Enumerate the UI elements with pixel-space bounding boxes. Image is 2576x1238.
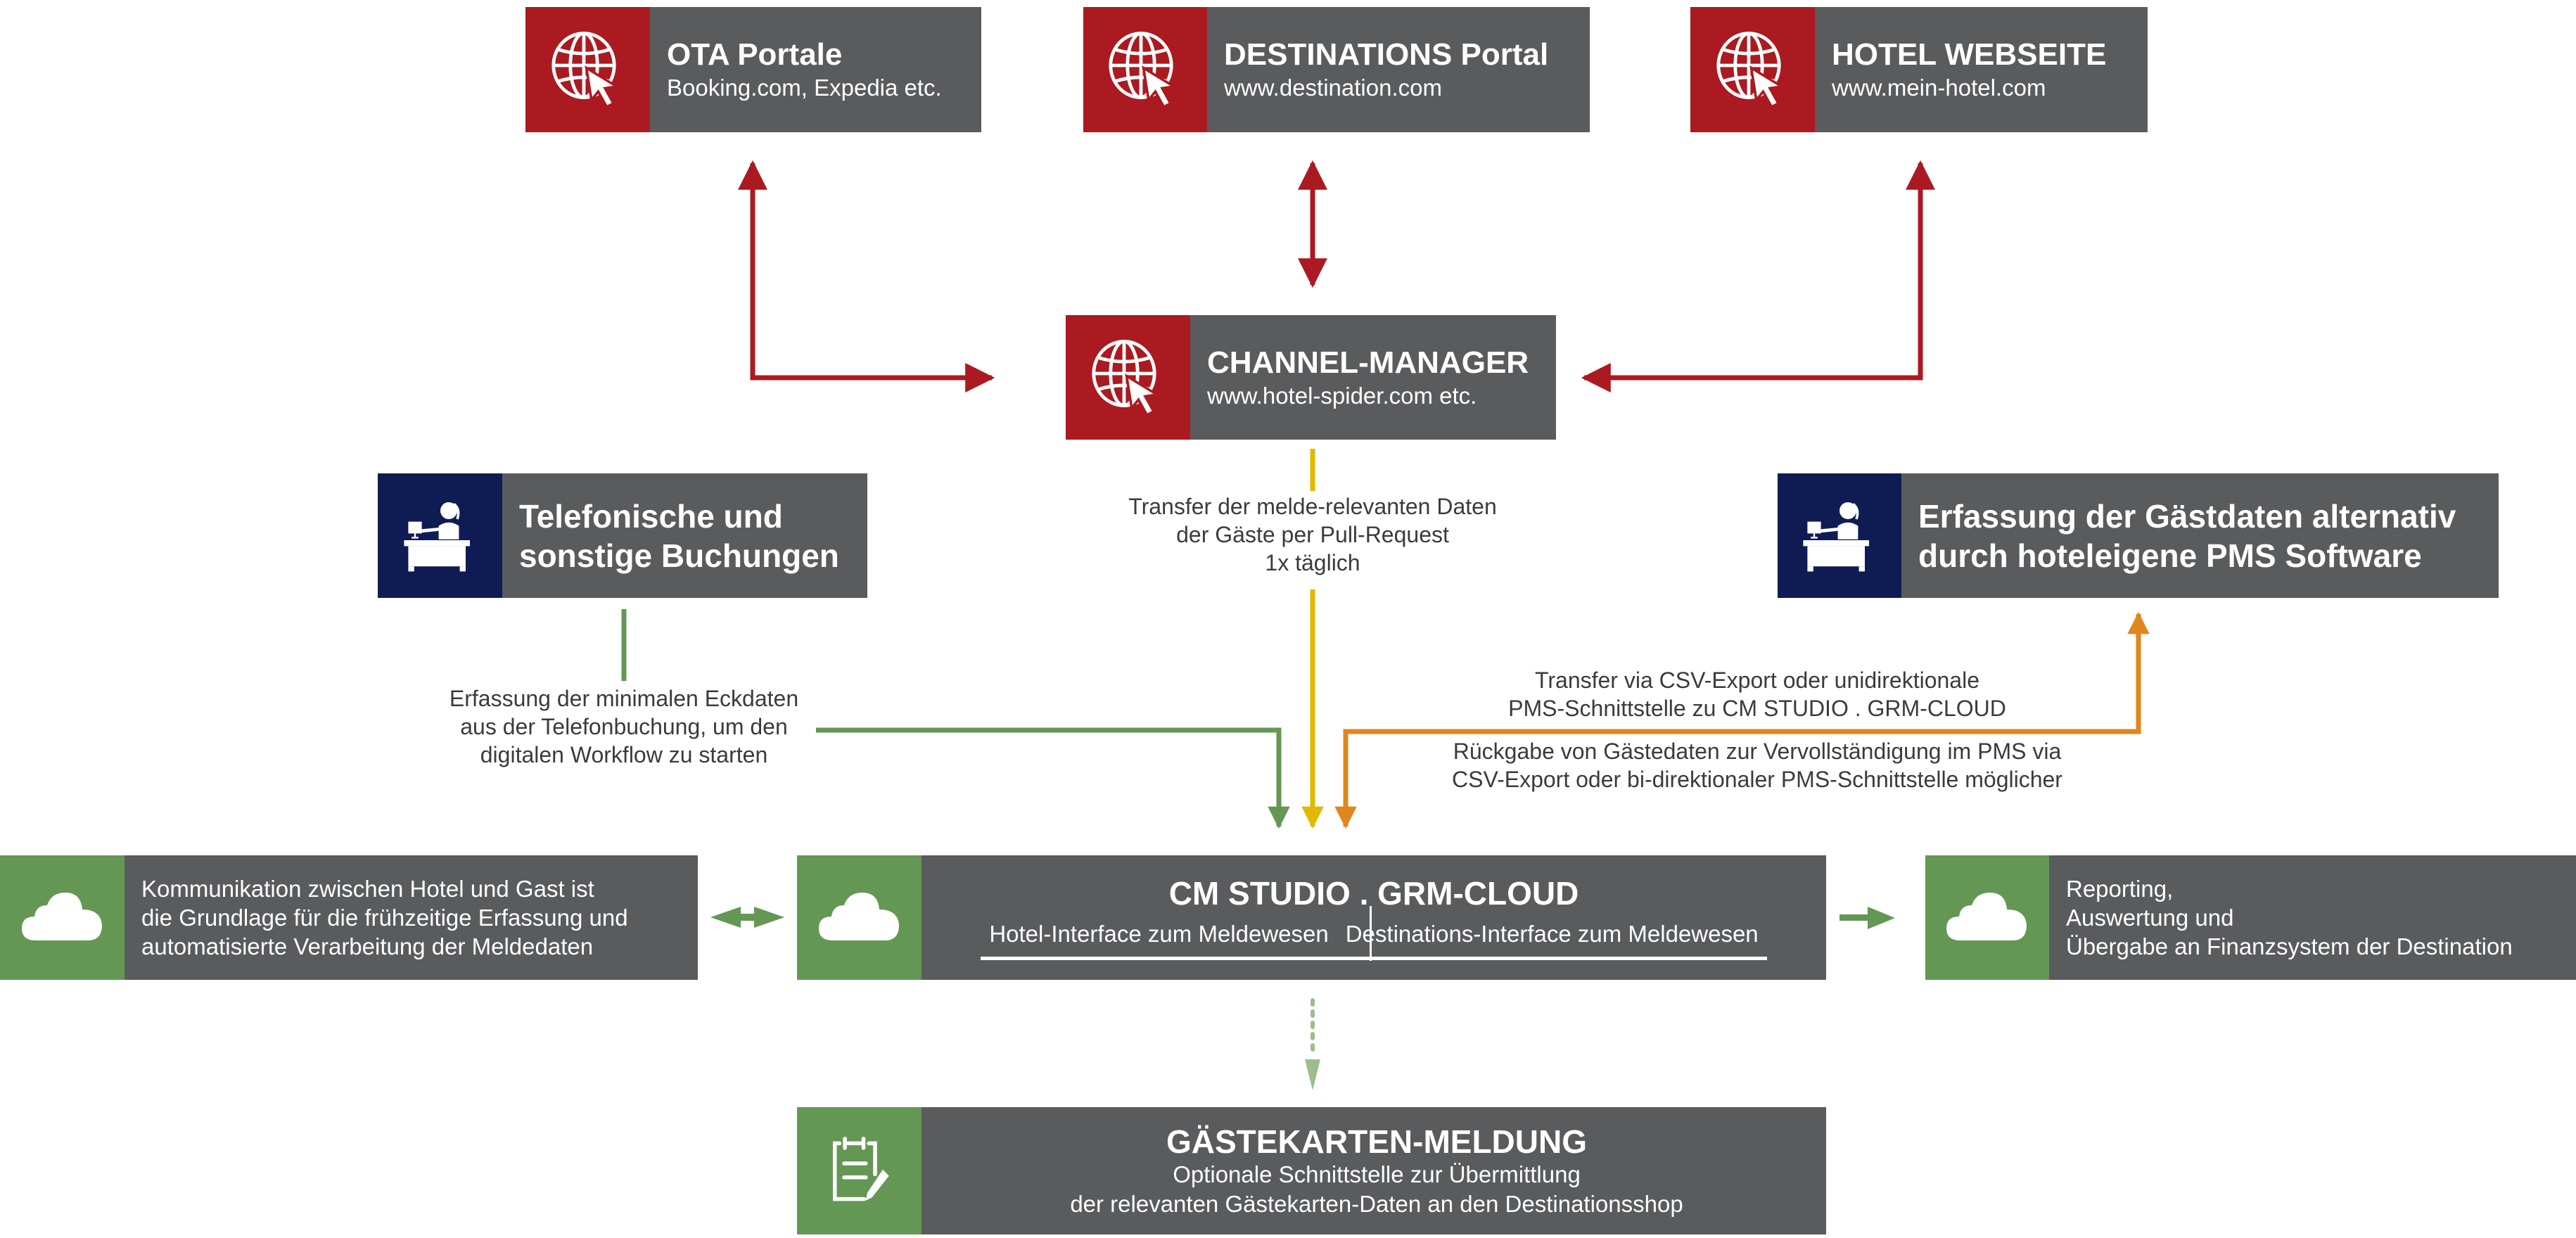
- label-line: aus der Telefonbuchung, um den: [460, 714, 788, 739]
- interface-split: Hotel-Interface zum Meldewesen Destinati…: [981, 906, 1767, 961]
- cloud-icon: [797, 855, 922, 980]
- globe-cursor-icon: [1690, 7, 1815, 132]
- label-line: Transfer der melde-relevanten Daten: [1128, 494, 1497, 519]
- node-guest-card-report: GÄSTEKARTEN-MELDUNG Optionale Schnittste…: [797, 1107, 1826, 1234]
- label-line: Erfassung der minimalen Eckdaten: [449, 686, 799, 711]
- clipboard-pen-icon: [797, 1107, 922, 1234]
- arrow-ota-channel-manager: [738, 160, 995, 393]
- receptionist-desk-icon: [1778, 473, 1901, 598]
- node-hotel-website: HOTEL WEBSEITE www.mein-hotel.com: [1690, 7, 2148, 132]
- cloud-icon: [0, 855, 125, 980]
- cloud-icon: [1925, 855, 2049, 980]
- label-data-return: Rückgabe von Gästedaten zur Vervollständ…: [1405, 737, 2109, 793]
- globe-cursor-icon: [525, 7, 650, 132]
- node-title: OTA Portale: [667, 37, 843, 72]
- cm-studio-title: CM STUDIO . GRM-CLOUD: [1168, 875, 1579, 912]
- label-line: Rückgabe von Gästedaten zur Vervollständ…: [1453, 739, 2062, 764]
- arrow-pms-bidirectional: [1334, 611, 2150, 829]
- label-line: CSV-Export oder bi-direktionaler PMS-Sch…: [1452, 767, 2062, 792]
- node-line: Kommunikation zwischen Hotel und Gast is…: [141, 876, 594, 902]
- destinations-interface-label: Destinations-Interface zum Meldewesen: [1345, 921, 1759, 947]
- node-line: Erfassung der Gästdaten alternativ: [1918, 497, 2456, 535]
- node-line: automatisierte Verarbeitung der Meldedat…: [141, 933, 594, 959]
- node-cm-studio: CM STUDIO . GRM-CLOUD Hotel-Interface zu…: [797, 855, 1826, 980]
- hotel-interface-label: Hotel-Interface zum Meldewesen: [989, 921, 1329, 947]
- node-subtitle: www.mein-hotel.com: [1832, 75, 2046, 101]
- label-line: Transfer via CSV-Export oder unidirektio…: [1535, 668, 1979, 693]
- label-line: PMS-Schnittstelle zu CM STUDIO . GRM-CLO…: [1508, 696, 2006, 721]
- node-line: der relevanten Gästekarten-Daten an den …: [1070, 1190, 1683, 1217]
- label-phone-capture: Erfassung der minimalen Eckdaten aus der…: [413, 684, 835, 769]
- node-line: Übergabe an Finanzsystem der Destination: [2066, 933, 2513, 959]
- node-subtitle: Booking.com, Expedia etc.: [667, 75, 942, 101]
- label-csv-transfer: Transfer via CSV-Export oder unidirektio…: [1441, 666, 2074, 722]
- globe-cursor-icon: [1083, 7, 1207, 132]
- node-title: DESTINATIONS Portal: [1224, 37, 1549, 72]
- arrow-guest-card-optional: [1305, 998, 1320, 1090]
- label-line: 1x täglich: [1265, 550, 1360, 575]
- node-subtitle: www.hotel-spider.com etc.: [1207, 382, 1477, 409]
- node-line: Reporting,: [2066, 876, 2174, 902]
- receptionist-desk-icon: [378, 473, 502, 598]
- label-line: digitalen Workflow zu starten: [480, 742, 768, 767]
- arrow-phone-capture: [816, 727, 1290, 829]
- node-phone-bookings: Telefonische und sonstige Buchungen: [378, 473, 867, 598]
- arrow-communication-cm-studio: [710, 907, 784, 928]
- arrow-cm-studio-reporting: [1839, 907, 1895, 929]
- node-title: CHANNEL-MANAGER: [1207, 345, 1529, 380]
- node-subtitle: www.destination.com: [1224, 75, 1442, 101]
- node-line: Optionale Schnittstelle zur Übermittlung: [1173, 1161, 1581, 1187]
- node-line: die Grundlage für die frühzeitige Erfass…: [141, 905, 628, 931]
- node-reporting: Reporting, Auswertung und Übergabe an Fi…: [1925, 855, 2576, 980]
- arrow-hotel-website-channel-manager: [1581, 160, 1935, 393]
- node-channel-manager: CHANNEL-MANAGER www.hotel-spider.com etc…: [1066, 315, 1556, 440]
- node-destinations-portal: DESTINATIONS Portal www.destination.com: [1083, 7, 1590, 132]
- node-line: Auswertung und: [2066, 905, 2234, 931]
- node-title: HOTEL WEBSEITE: [1832, 37, 2107, 72]
- node-pms-software: Erfassung der Gästdaten alternativ durch…: [1778, 473, 2499, 598]
- label-line: der Gäste per Pull-Request: [1176, 522, 1449, 547]
- label-pull-request: Transfer der melde-relevanten Daten der …: [1102, 492, 1524, 577]
- globe-cursor-icon: [1066, 315, 1190, 440]
- node-line: Telefonische und: [519, 497, 783, 535]
- interface-divider: [1370, 906, 1372, 961]
- node-line: durch hoteleigene PMS Software: [1918, 537, 2422, 574]
- node-ota-portals: OTA Portale Booking.com, Expedia etc.: [525, 7, 981, 132]
- node-guest-communication: Kommunikation zwischen Hotel und Gast is…: [0, 855, 698, 980]
- guest-card-title: GÄSTEKARTEN-MELDUNG: [1166, 1123, 1587, 1160]
- node-line: sonstige Buchungen: [519, 537, 839, 574]
